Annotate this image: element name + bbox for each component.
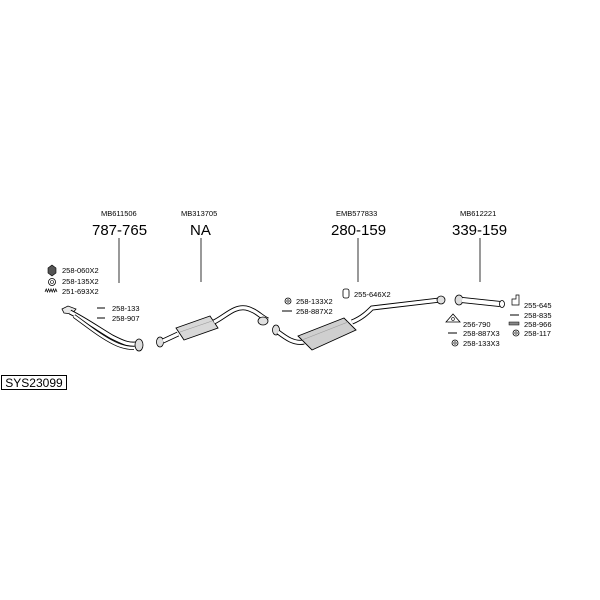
hanger-bracket-icon (511, 294, 520, 306)
fitting-label[interactable]: 258-907 (112, 314, 140, 323)
clamp-icon (342, 288, 350, 299)
fitting-label[interactable]: 258-887X2 (296, 307, 333, 316)
oem-ref-center-pipe: MB313705 (181, 209, 218, 218)
washer-icon (451, 339, 459, 347)
fitting-label[interactable]: 258-117 (524, 329, 551, 338)
gasket-hole-icon (451, 317, 455, 321)
washer-icon (50, 280, 54, 284)
nut-icon (47, 264, 57, 277)
fitting-label[interactable]: 258-966 (524, 320, 552, 329)
fitting-label[interactable]: 258-887X3 (463, 329, 500, 338)
tailpipe-shape (454, 294, 505, 308)
front-pipe-shape (61, 305, 144, 352)
fitting-label[interactable]: 258-060X2 (62, 266, 99, 275)
spring-icon (44, 288, 58, 293)
oem-ref-front-pipe: MB611506 (101, 209, 137, 218)
rubber-mount-icon (508, 321, 520, 326)
oem-ref-muffler: EMB577833 (336, 209, 378, 218)
washer-icon (453, 341, 457, 345)
part-number-muffler[interactable]: 280-159 (331, 222, 387, 239)
washer-icon (284, 297, 292, 305)
center-pipe-shape (156, 305, 270, 348)
part-number-tailpipe[interactable]: 339-159 (452, 222, 508, 239)
fitting-label[interactable]: 258-133 (112, 304, 140, 313)
fitting-label[interactable]: 258-133X2 (296, 297, 333, 306)
fitting-label[interactable]: 258-835 (524, 311, 552, 320)
fitting-label[interactable]: 255-646X2 (354, 290, 391, 299)
washer-icon (286, 299, 290, 303)
part-number-front-pipe[interactable]: 787-765 (92, 222, 148, 239)
washer-icon (514, 331, 518, 335)
fitting-label[interactable]: 256-790 (463, 320, 491, 329)
fitting-label[interactable]: 251-693X2 (62, 287, 99, 296)
oem-ref-tailpipe: MB612221 (460, 209, 497, 218)
fitting-label[interactable]: 258-135X2 (62, 277, 99, 286)
fitting-label[interactable]: 255-645 (524, 301, 552, 310)
washer-icon (48, 278, 56, 286)
gasket-icon (445, 313, 461, 323)
muffler-shape (272, 295, 446, 351)
fitting-label[interactable]: 258-133X3 (463, 339, 500, 348)
system-code-label: SYS23099 (1, 375, 67, 390)
part-number-center-pipe[interactable]: NA (190, 222, 211, 239)
washer-icon (512, 329, 520, 337)
